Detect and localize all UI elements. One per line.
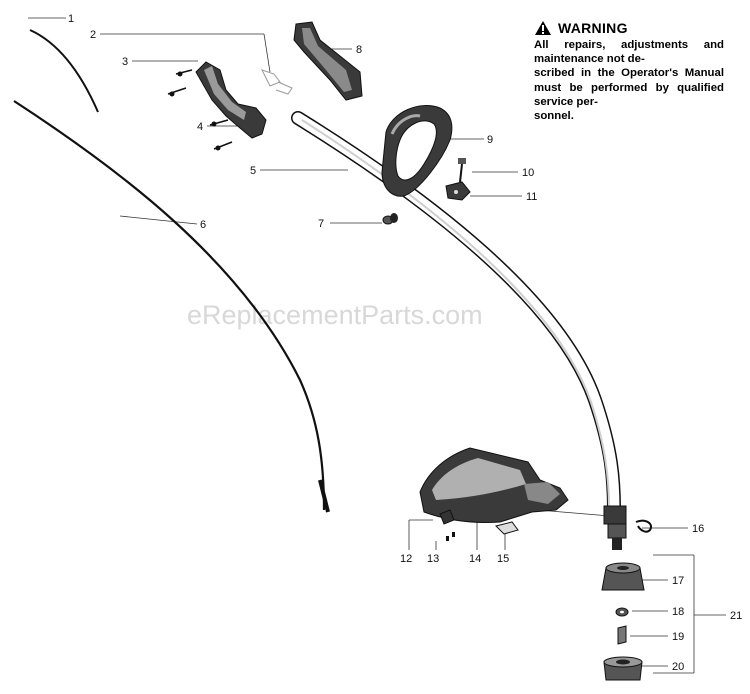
callout-9: 9 [487,134,493,146]
part-6-cable-end [318,479,330,513]
part-8-handle-top [293,21,363,101]
callout-15: 15 [497,553,509,565]
part-15-blade [495,521,519,535]
part-6-drive-cable [13,100,326,511]
part-10-bolt [458,158,466,183]
part-9-loop-handle [381,104,453,197]
part-12-clip [439,509,455,525]
callout-11: 11 [526,191,537,203]
callout-7: 7 [318,218,324,230]
gear-head [603,505,627,550]
callout-4: 4 [197,121,203,133]
screws [167,69,233,151]
leader-lines [28,17,726,674]
callout-labels: 1 2 3 4 5 6 7 8 9 10 11 12 13 14 15 16 1… [68,13,742,673]
part-13-screws [446,532,455,541]
part-17-spool-housing [601,562,645,591]
part-7-wing-nut [382,213,398,225]
part-11-clamp [445,181,471,201]
callout-19: 19 [672,631,684,643]
part-18-washer [615,607,629,617]
part-1-cable [29,29,99,113]
callout-2: 2 [90,29,96,41]
callout-13: 13 [427,553,439,565]
callout-20: 20 [672,661,684,673]
callout-10: 10 [522,167,534,179]
callout-16: 16 [692,523,704,535]
callout-12: 12 [400,553,412,565]
callout-21: 21 [730,610,742,622]
part-14-guard [419,447,569,523]
part-16-clip [635,519,652,533]
part-19-spring [617,625,627,645]
part-2-clip [261,69,293,95]
warning-text: All repairs, adjustments and maintenance… [534,39,724,123]
callout-8: 8 [356,44,362,56]
warning-title: WARNING [558,20,628,36]
callout-6: 6 [200,219,206,231]
warning-triangle-icon [535,21,551,35]
callout-3: 3 [122,56,128,68]
callout-14: 14 [469,553,481,565]
warning-box: WARNING All repairs, adjustments and mai… [534,20,724,123]
callout-17: 17 [672,575,684,587]
part-3-handle-bracket [195,61,267,139]
watermark-text: eReplacementParts.com [187,300,483,330]
callout-1: 1 [68,13,74,25]
warning-header: WARNING [534,20,724,36]
callout-5: 5 [250,165,256,177]
callout-18: 18 [672,606,684,618]
part-20-bump-knob [603,656,643,681]
